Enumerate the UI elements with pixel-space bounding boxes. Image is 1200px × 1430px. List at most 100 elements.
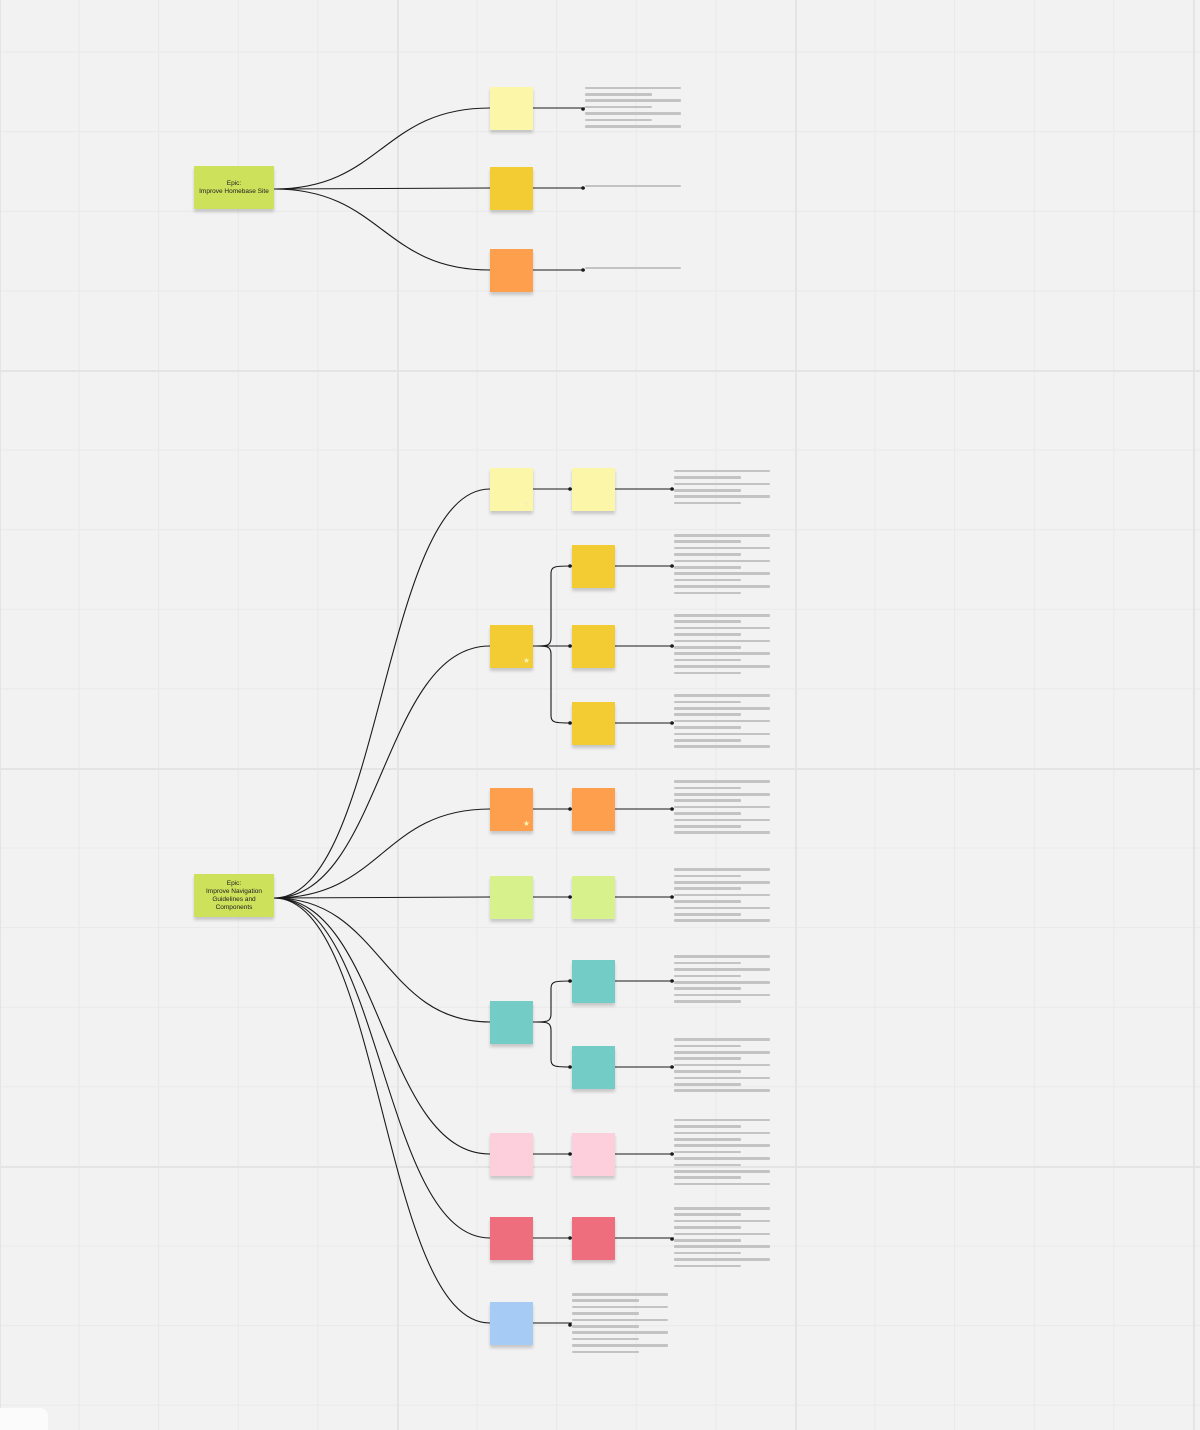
- task-note[interactable]: [572, 1216, 615, 1260]
- placeholder-line: [674, 812, 742, 815]
- placeholder-text-block[interactable]: [674, 1038, 770, 1096]
- placeholder-line: [674, 1258, 770, 1261]
- placeholder-line: [674, 501, 742, 505]
- placeholder-line: [674, 818, 770, 822]
- placeholder-line: [585, 124, 681, 128]
- story-note[interactable]: [490, 1132, 533, 1176]
- connector-endpoint: [568, 1236, 572, 1240]
- story-note[interactable]: ★: [490, 787, 533, 831]
- placeholder-line: [674, 1157, 770, 1160]
- placeholder-line: [674, 900, 742, 903]
- star-icon: ★: [522, 498, 530, 508]
- placeholder-line: [674, 912, 742, 916]
- epic-note[interactable]: Epic: Improve Homebase Site: [194, 166, 274, 209]
- placeholder-text-block[interactable]: [674, 469, 770, 508]
- task-note[interactable]: [572, 1045, 615, 1089]
- placeholder-line: [674, 620, 742, 623]
- connector-line: [273, 897, 491, 1239]
- connector-line: [273, 897, 491, 1155]
- story-note[interactable]: ★: [490, 624, 533, 668]
- connector-line: [273, 896, 491, 899]
- task-note[interactable]: [572, 959, 615, 1003]
- placeholder-line: [674, 786, 742, 790]
- connector-endpoint: [568, 807, 572, 811]
- placeholder-line: [674, 626, 770, 630]
- placeholder-line: [674, 1000, 742, 1003]
- placeholder-line: [674, 961, 742, 965]
- story-note[interactable]: ★: [490, 467, 533, 511]
- placeholder-line: [674, 719, 770, 723]
- placeholder-text-block[interactable]: [674, 780, 770, 838]
- connector-line: [532, 645, 573, 724]
- story-note[interactable]: [490, 166, 533, 210]
- placeholder-line: [674, 540, 742, 543]
- placeholder-text-block[interactable]: [674, 1118, 770, 1189]
- placeholder-line: [674, 565, 742, 569]
- connector-endpoint: [568, 721, 572, 725]
- placeholder-line: [674, 824, 742, 828]
- task-note[interactable]: [572, 787, 615, 831]
- story-note[interactable]: [490, 1216, 533, 1260]
- story-note[interactable]: [490, 875, 533, 919]
- placeholder-line: [674, 488, 742, 492]
- placeholder-line: [674, 980, 770, 984]
- connector-endpoint: [581, 186, 585, 190]
- placeholder-line: [572, 1299, 640, 1302]
- placeholder-line: [674, 974, 742, 978]
- placeholder-line: [585, 105, 653, 109]
- placeholder-line: [572, 1344, 668, 1347]
- placeholder-line: [674, 1082, 742, 1086]
- placeholder-line: [674, 639, 770, 643]
- connector-endpoint: [568, 1065, 572, 1069]
- story-note[interactable]: [490, 248, 533, 292]
- story-note[interactable]: [490, 1000, 533, 1044]
- task-note[interactable]: [572, 544, 615, 588]
- placeholder-text-block[interactable]: [585, 184, 681, 191]
- placeholder-line: [674, 987, 742, 990]
- placeholder-line: [674, 732, 770, 736]
- placeholder-line: [674, 665, 770, 668]
- placeholder-line: [674, 1144, 770, 1147]
- placeholder-line: [674, 694, 770, 697]
- task-note[interactable]: [572, 624, 615, 668]
- placeholder-text-block[interactable]: [674, 614, 770, 678]
- task-note[interactable]: [572, 701, 615, 745]
- placeholder-line: [585, 99, 681, 102]
- task-note[interactable]: [572, 467, 615, 511]
- placeholder-line: [674, 1264, 742, 1268]
- connector-endpoint: [568, 1152, 572, 1156]
- placeholder-line: [674, 546, 770, 550]
- placeholder-line: [674, 1226, 742, 1229]
- placeholder-text-block[interactable]: [674, 534, 770, 598]
- placeholder-line: [674, 874, 742, 878]
- placeholder-text-block[interactable]: [572, 1293, 668, 1357]
- task-note[interactable]: [572, 1132, 615, 1176]
- placeholder-line: [674, 1063, 770, 1067]
- placeholder-line: [674, 614, 770, 617]
- placeholder-line: [674, 713, 742, 716]
- connector-endpoint: [568, 979, 572, 983]
- placeholder-text-block[interactable]: [585, 86, 681, 132]
- connector-line: [273, 188, 491, 271]
- connector-endpoint: [568, 1323, 572, 1327]
- placeholder-line: [674, 745, 770, 748]
- placeholder-line: [674, 1089, 770, 1092]
- connector-endpoint: [581, 268, 585, 272]
- connector-endpoint: [670, 895, 674, 899]
- placeholder-line: [674, 469, 770, 473]
- placeholder-text-block[interactable]: [674, 868, 770, 926]
- story-note[interactable]: [490, 86, 533, 130]
- zoom-widget-corner[interactable]: [0, 1408, 48, 1430]
- placeholder-line: [674, 652, 770, 655]
- placeholder-line: [585, 92, 653, 96]
- epic-note[interactable]: Epic: Improve Navigation Guidelines and …: [194, 874, 274, 917]
- placeholder-text-block[interactable]: [674, 955, 770, 1006]
- placeholder-line: [674, 1038, 770, 1041]
- placeholder-text-block[interactable]: [585, 266, 681, 273]
- placeholder-text-block[interactable]: [674, 1207, 770, 1271]
- story-note[interactable]: [490, 1301, 533, 1345]
- placeholder-text-block[interactable]: [674, 694, 770, 752]
- placeholder-line: [674, 792, 770, 796]
- task-note[interactable]: [572, 875, 615, 919]
